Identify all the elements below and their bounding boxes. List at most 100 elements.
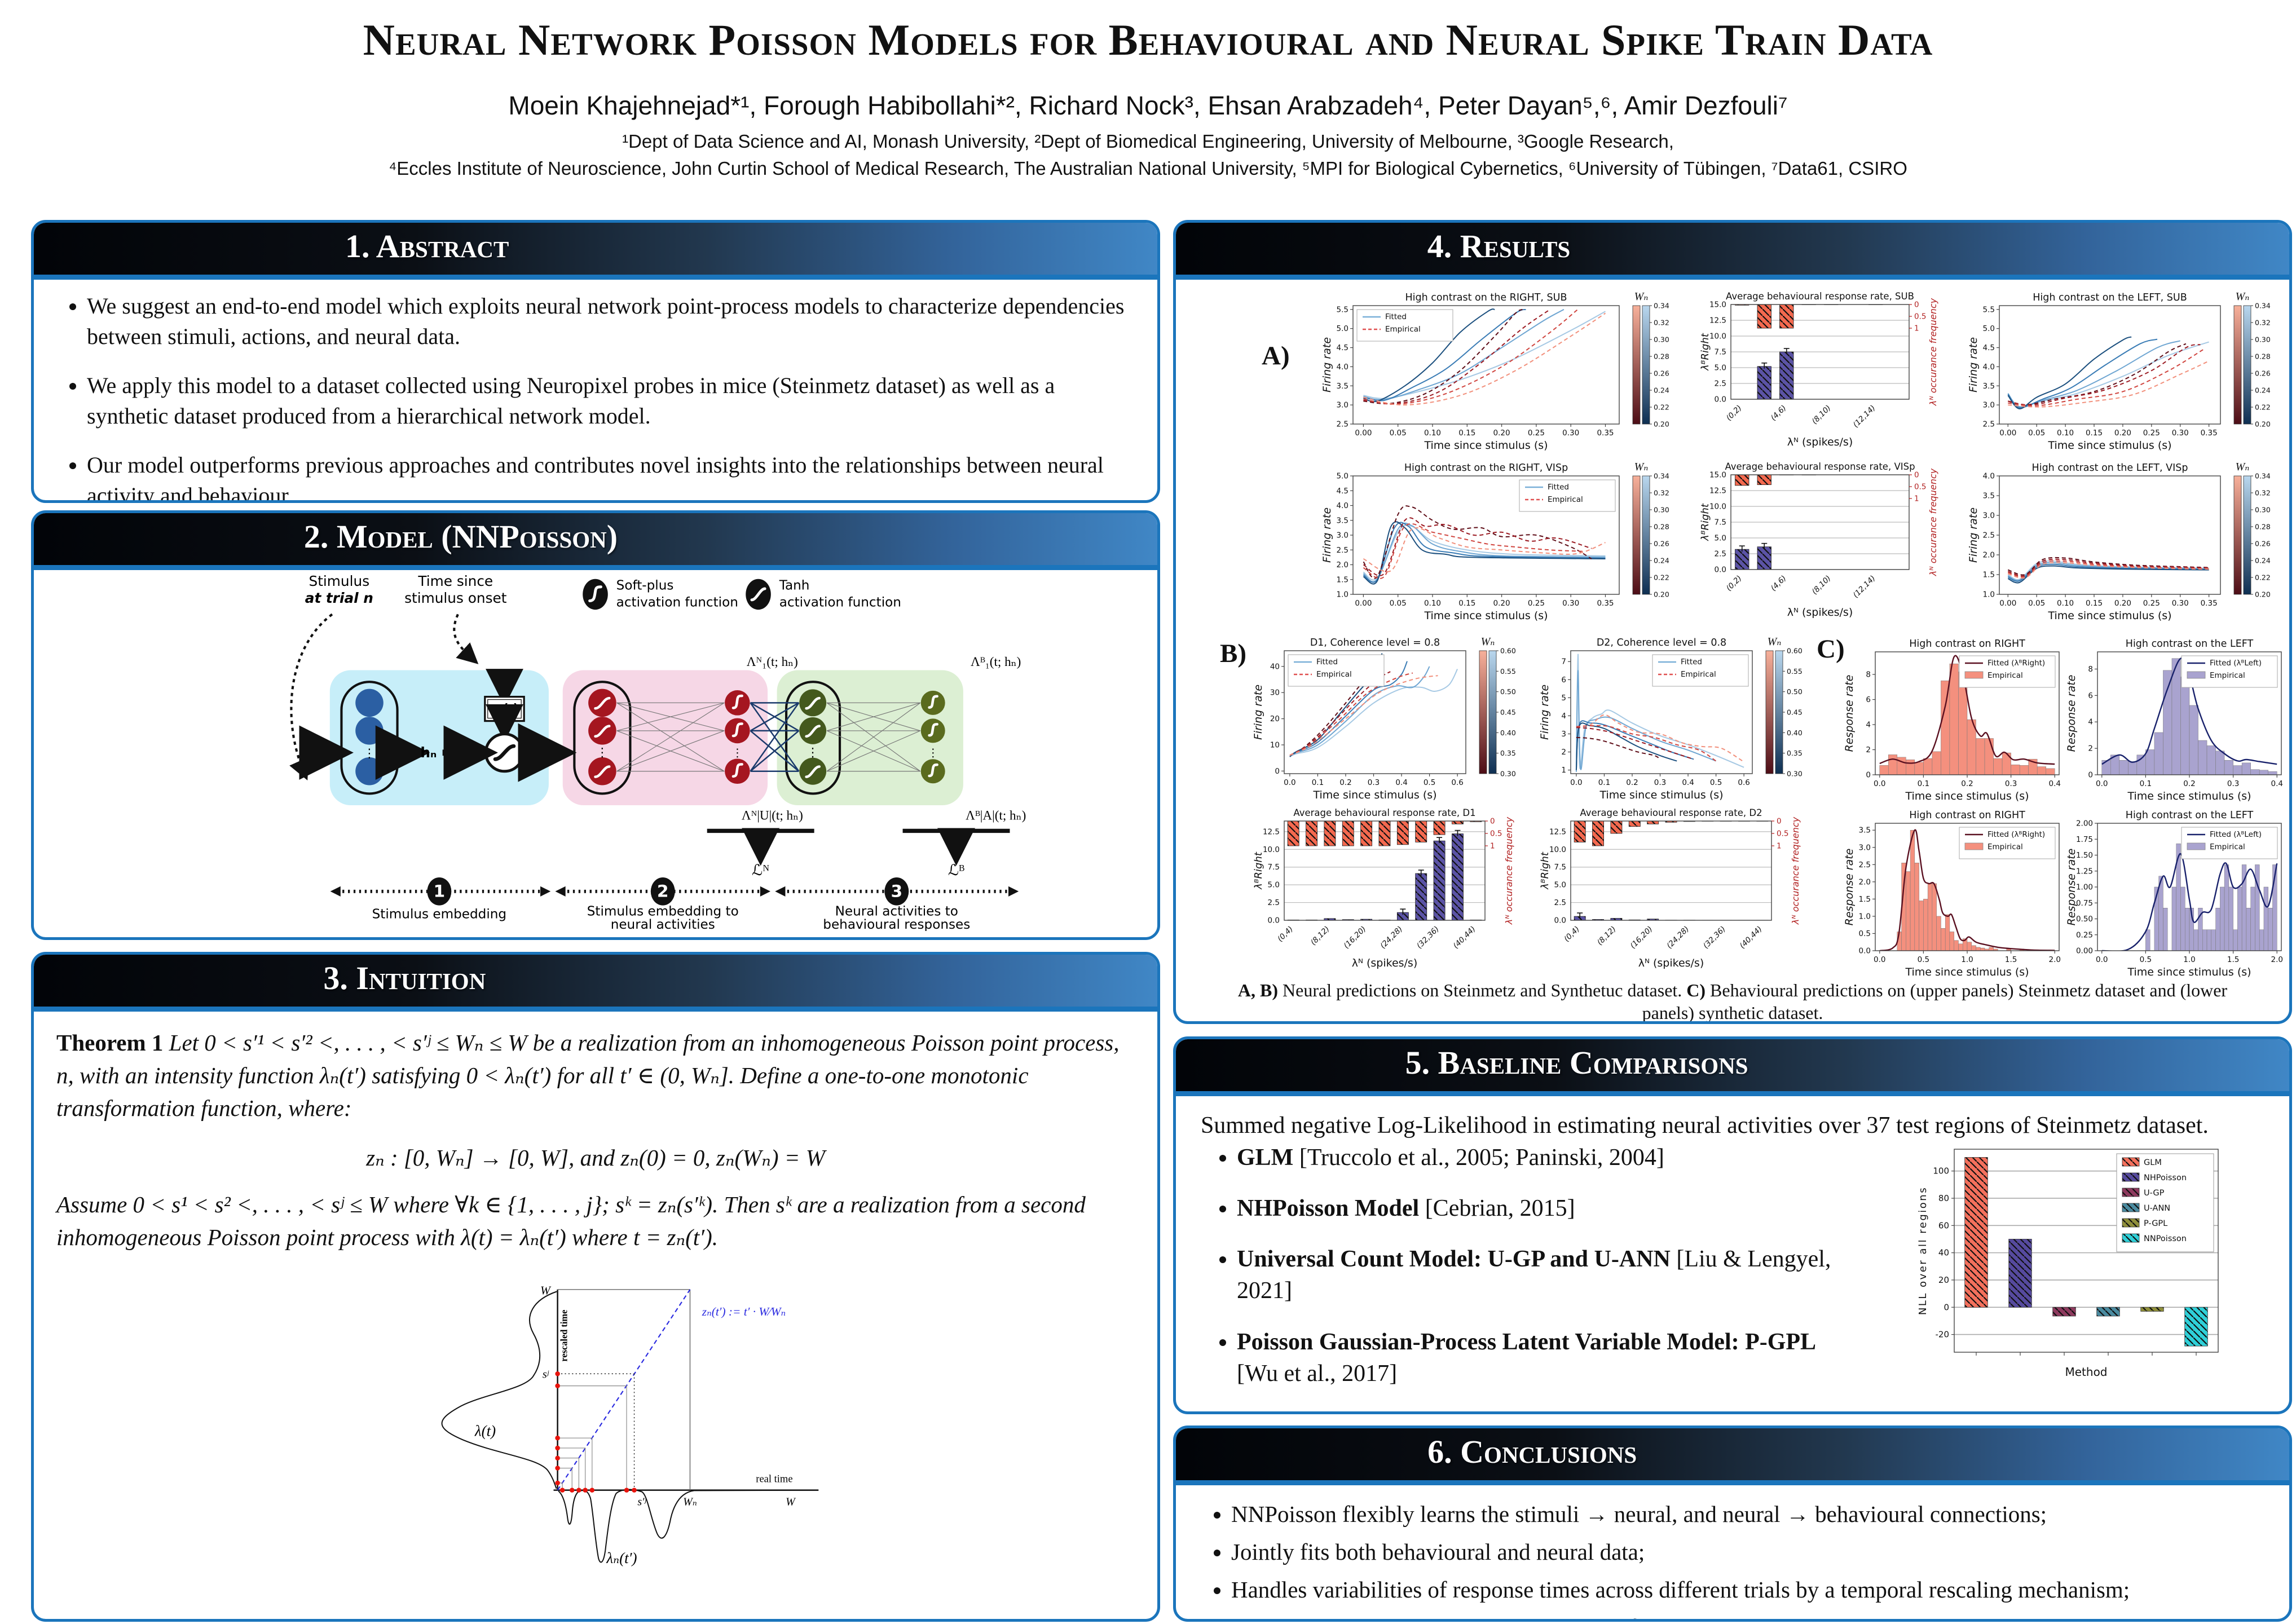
svg-text:0.4: 0.4 — [2048, 779, 2060, 788]
svg-text:4: 4 — [1866, 721, 1871, 730]
step-1-caption: Stimulus embedding — [372, 907, 506, 922]
svg-text:0.20: 0.20 — [2114, 429, 2131, 438]
lambda-t-curve — [441, 1291, 557, 1489]
svg-text:5.0: 5.0 — [1268, 881, 1280, 890]
svg-text:0.32: 0.32 — [2255, 489, 2271, 497]
svg-text:0.10: 0.10 — [1424, 599, 1441, 608]
svg-text:0.1: 0.1 — [1598, 778, 1610, 787]
svg-text:0.20: 0.20 — [1493, 599, 1510, 608]
svg-text:(8,10): (8,10) — [1810, 574, 1833, 597]
svg-text:4.0: 4.0 — [1337, 501, 1348, 510]
svg-text:0.26: 0.26 — [1654, 540, 1669, 548]
svg-text:0.35: 0.35 — [1500, 749, 1516, 757]
svg-text:Empirical: Empirical — [2210, 842, 2245, 851]
svg-text:0.30: 0.30 — [1500, 770, 1516, 778]
baseline-method-name: Universal Count Model: U-GP and U-ANN — [1237, 1246, 1671, 1273]
svg-text:λᴺ (spikes/s): λᴺ (spikes/s) — [1638, 957, 1704, 969]
poster-authors: Moein Khajehnejad*¹, Forough Habibollahi… — [508, 91, 1788, 120]
section-results-title: 4. Results — [1427, 228, 1571, 264]
baseline-citation: [Cebrian, 2015] — [1419, 1195, 1575, 1221]
svg-text:15.0: 15.0 — [1709, 471, 1726, 480]
svg-text:Average behavioural response r: Average behavioural response rate, SUB — [1726, 291, 1914, 302]
svg-text:High contrast on the LEFT, SUB: High contrast on the LEFT, SUB — [2033, 292, 2187, 303]
svg-text:0.0: 0.0 — [2096, 955, 2108, 964]
theorem-equation: zₙ : [0, Wₙ] → [0, W], and zₙ(0) = 0, zₙ… — [366, 1144, 825, 1171]
svg-text:0.75: 0.75 — [2076, 899, 2093, 908]
svg-text:(16,20): (16,20) — [1342, 925, 1368, 951]
svg-text:2.0: 2.0 — [2271, 955, 2282, 964]
label-time-1: Time since — [418, 573, 493, 589]
step-2-caption-2: neural activities — [611, 917, 715, 931]
svg-text:0.15: 0.15 — [2086, 429, 2103, 438]
svg-text:5.0: 5.0 — [1337, 324, 1348, 333]
label-xn: xₙ — [306, 744, 321, 761]
svg-text:⋮: ⋮ — [928, 746, 939, 759]
svg-text:Firing rate: Firing rate — [1967, 337, 1980, 392]
svg-text:12.5: 12.5 — [1709, 487, 1726, 496]
svg-text:Wₙ: Wₙ — [1481, 636, 1495, 648]
svg-text:10.0: 10.0 — [1709, 502, 1726, 511]
svg-text:0.28: 0.28 — [1654, 352, 1669, 361]
svg-text:Firing rate: Firing rate — [1321, 508, 1333, 563]
svg-text:100: 100 — [1933, 1166, 1949, 1176]
svg-text:0.0: 0.0 — [1715, 395, 1726, 404]
panel-label-b: B) — [1220, 639, 1246, 668]
section-abstract: 1. Abstract We suggest an end-to-end mod… — [31, 220, 1160, 503]
section-conclusions: 6. Conclusions NNPoisson flexibly learns… — [1173, 1426, 2292, 1622]
svg-text:Empirical: Empirical — [1987, 842, 2023, 851]
svg-text:(0,4): (0,4) — [1562, 925, 1581, 944]
affiliation-line-2: ⁴Eccles Institute of Neuroscience, John … — [389, 158, 1907, 179]
svg-text:0.32: 0.32 — [2255, 319, 2271, 327]
svg-text:5.0: 5.0 — [1554, 881, 1566, 890]
svg-text:1.00: 1.00 — [2076, 883, 2093, 892]
label-loss-n: ℒᴺ — [752, 862, 770, 879]
svg-text:(12,14): (12,14) — [1851, 574, 1877, 600]
svg-text:(40,44): (40,44) — [1452, 925, 1478, 951]
svg-text:0.30: 0.30 — [1654, 506, 1669, 514]
svg-text:Response rate: Response rate — [2067, 675, 2078, 752]
conclusion-bullet: Handles variabilities of response times … — [1231, 1574, 2255, 1605]
svg-text:0.15: 0.15 — [1458, 599, 1475, 608]
svg-text:4.0: 4.0 — [1983, 363, 1995, 372]
baseline-bullet: Poisson Gaussian-Process Latent Variable… — [1237, 1326, 1857, 1390]
svg-text:Time since stimulus (s): Time since stimulus (s) — [2047, 610, 2171, 622]
svg-text:0.0: 0.0 — [1715, 566, 1726, 575]
svg-text:1: 1 — [1561, 766, 1566, 775]
svg-text:λᴺ occurance frequency: λᴺ occurance frequency — [1928, 298, 1938, 406]
svg-text:Firing rate: Firing rate — [1321, 337, 1333, 392]
svg-text:2.5: 2.5 — [1983, 420, 1995, 429]
svg-text:0.15: 0.15 — [2086, 599, 2103, 608]
svg-text:0: 0 — [1914, 301, 1919, 310]
step-3: 3 — [891, 882, 903, 902]
svg-text:0.60: 0.60 — [1500, 647, 1516, 655]
svg-text:40: 40 — [1270, 662, 1280, 671]
svg-text:5.5: 5.5 — [1983, 305, 1995, 314]
svg-text:0.24: 0.24 — [1654, 386, 1669, 395]
svg-text:40: 40 — [1938, 1248, 1949, 1258]
label-lambda-b1: Λᴮ₁(t; hₙ) — [971, 655, 1021, 669]
svg-text:2.5: 2.5 — [1983, 531, 1995, 540]
step-3-caption-2: behavioural responses — [823, 917, 971, 931]
label-formula: zₙ(t′) := t′ · W⁄Wₙ — [702, 1305, 786, 1318]
svg-text:0: 0 — [1275, 767, 1280, 776]
svg-text:1.25: 1.25 — [2076, 867, 2093, 876]
svg-text:(4,6): (4,6) — [1769, 574, 1788, 593]
svg-text:1.50: 1.50 — [2076, 851, 2093, 860]
svg-text:1.5: 1.5 — [1983, 571, 1995, 580]
svg-text:Empirical: Empirical — [1548, 495, 1583, 504]
svg-text:0.25: 0.25 — [2076, 930, 2093, 939]
label-hn: hₙ — [421, 744, 437, 761]
svg-text:U-ANN: U-ANN — [2144, 1204, 2170, 1213]
svg-text:NNPoisson: NNPoisson — [2144, 1234, 2187, 1243]
svg-text:2: 2 — [1866, 745, 1871, 754]
svg-text:λᴺ occurance frequency: λᴺ occurance frequency — [1790, 817, 1801, 925]
svg-text:0.45: 0.45 — [1500, 708, 1516, 717]
svg-text:0.50: 0.50 — [1787, 687, 1803, 696]
svg-text:Time since stimulus (s): Time since stimulus (s) — [1424, 610, 1548, 622]
